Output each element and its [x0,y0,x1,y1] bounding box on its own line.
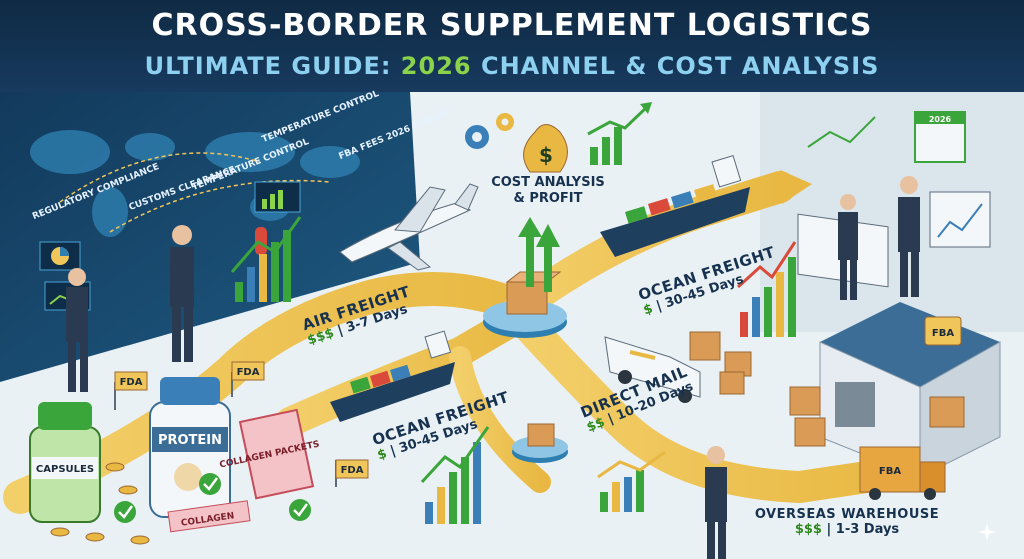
overseas-warehouse-label: OVERSEAS WAREHOUSE $$$ | 1-3 Days [752,507,942,537]
pill-icons [50,462,150,545]
growth-chart-left [230,216,302,302]
road-arrow-head [780,170,812,204]
container-ship-bottom [330,330,455,422]
overseas-warehouse-cost: $$$ [794,522,822,537]
cost-icons: $ [465,102,652,173]
svg-text:FDA: FDA [341,465,364,476]
page-title: CROSS-BORDER SUPPLEMENT LOGISTICS [151,8,873,43]
container-ship-top [600,154,750,257]
fda-flag-2: FDA [231,361,265,397]
cargo-boxes [689,331,965,447]
growth-chart-right [597,450,666,512]
svg-text:FBA: FBA [932,328,954,339]
sparkle-icon [978,523,996,541]
collagen-bar: COLLAGEN [167,500,251,533]
fda-flag-1: FDA [114,371,148,410]
capsules-label: CAPSULES [36,464,94,475]
fba-flag-truck: FBA [879,466,901,477]
title-banner: CROSS-BORDER SUPPLEMENT LOGISTICS ULTIMA… [0,0,1024,92]
airplane-icon [339,183,479,271]
logistics-scene: $ [0,89,1024,559]
warehouse-icon [819,302,1001,478]
svg-text:FBA: FBA [879,466,901,477]
fba-flag-warehouse: FBA [932,328,954,339]
growth-chart-mid [736,241,797,337]
scene-illustration: $ [0,92,1024,559]
page-subtitle: ULTIMATE GUIDE: 2026 CHANNEL & COST ANAL… [0,48,1024,84]
overseas-warehouse-name: OVERSEAS WAREHOUSE [754,507,940,522]
capsules-jar: CAPSULES [29,402,101,523]
svg-text:FDA: FDA [237,367,260,378]
protein-jar: PROTEIN [149,377,231,518]
fba-truck-icon [859,446,946,500]
check-icons [114,473,311,523]
subtitle-prefix: ULTIMATE GUIDE: [144,52,401,80]
cost-analysis-label: COST ANALYSIS & PROFIT [491,175,605,206]
subtitle-suffix: CHANNEL & COST ANALYSIS [471,52,880,80]
calendar-year: 2026 [929,115,952,124]
world-map-panel [0,92,420,382]
fda-flag-text: FDA [120,377,143,388]
central-hub [483,217,567,338]
subtitle-year: 2026 [400,52,472,80]
growth-chart-bottom [420,426,490,524]
overseas-warehouse-detail: $$$ | 1-3 Days [752,522,942,537]
business-people [66,176,920,559]
protein-label: PROTEIN [158,433,222,448]
delivery-van-icon [604,336,701,403]
fda-flag-3: FDA [335,459,369,487]
svg-text:$: $ [539,143,553,167]
overseas-warehouse-time: | 1-3 Days [826,522,900,537]
